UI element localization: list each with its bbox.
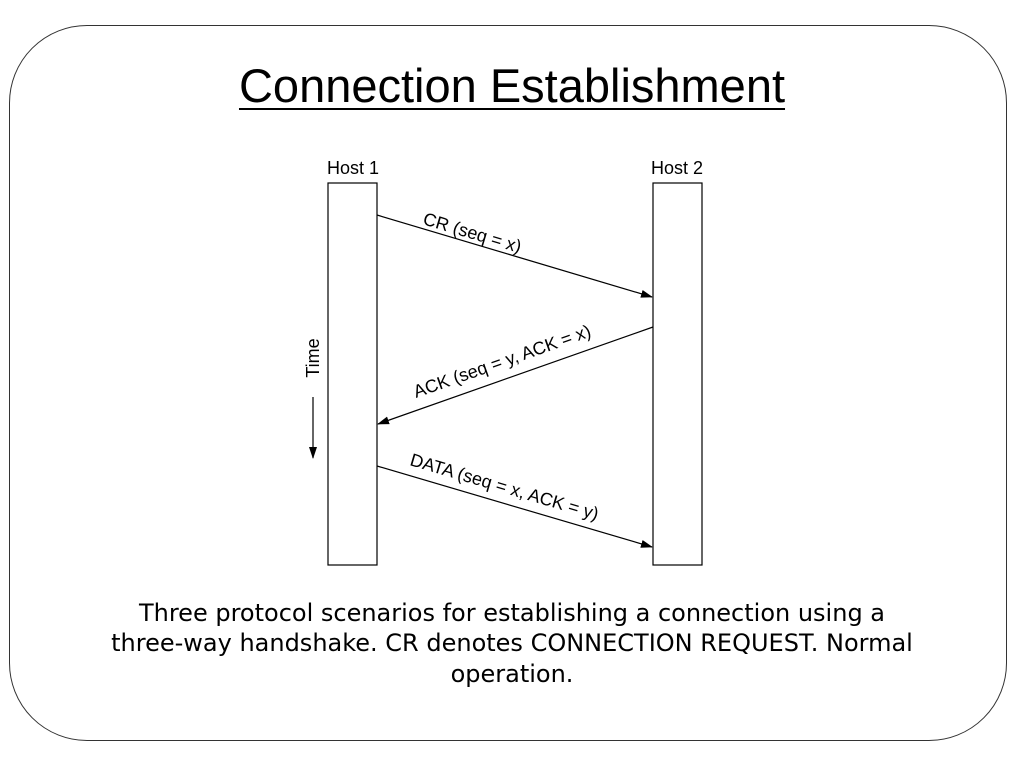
data-arrow bbox=[376, 465, 653, 548]
caption-line-1: Three protocol scenarios for establishin… bbox=[138, 599, 886, 627]
host2-timeline bbox=[652, 182, 703, 566]
host1-timeline bbox=[327, 182, 378, 566]
cr-arrow bbox=[376, 214, 653, 298]
caption-line-3: operation. bbox=[450, 659, 574, 688]
data-message-label: DATA (seq = x, ACK = y) bbox=[408, 450, 601, 524]
slide-frame bbox=[9, 25, 1007, 741]
host1-label: Host 1 bbox=[327, 158, 379, 178]
slide-title: Connection Establishment bbox=[238, 59, 786, 112]
ack-message-label: ACK (seq = y, ACK = x) bbox=[411, 321, 594, 402]
ack-arrow bbox=[377, 326, 654, 425]
host2-label: Host 2 bbox=[651, 158, 703, 178]
caption-line-2: three-way handshake. CR denotes CONNECTI… bbox=[111, 629, 913, 658]
figure-caption: Three protocol scenarios for establishin… bbox=[20, 598, 1004, 689]
time-label: Time bbox=[303, 338, 323, 377]
